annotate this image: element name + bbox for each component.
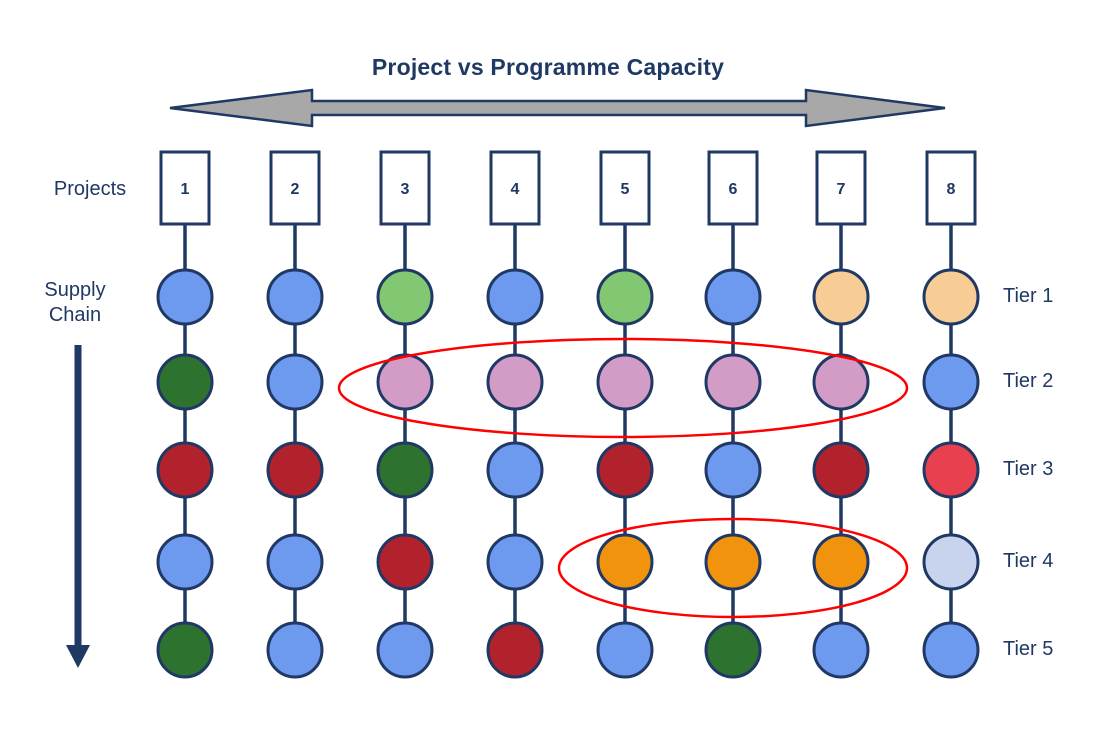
project-number-6: 6 bbox=[729, 181, 738, 198]
supply-node-tier2-project6-pink bbox=[704, 353, 762, 411]
project-box-4 bbox=[489, 150, 541, 226]
project-box-2 bbox=[269, 150, 321, 226]
project-number-3: 3 bbox=[401, 181, 410, 198]
supply-node-tier3-project3-darkGreen bbox=[376, 441, 434, 499]
supply-node-tier5-project4-darkRed bbox=[486, 621, 544, 679]
project-box-1 bbox=[159, 150, 211, 226]
supply-node-tier3-project1-darkRed bbox=[156, 441, 214, 499]
supply-node-tier5-project1-darkGreen bbox=[156, 621, 214, 679]
supply-node-tier1-project7-tan bbox=[812, 268, 870, 326]
project-box-5 bbox=[599, 150, 651, 226]
tier-label-5: Tier 5 bbox=[1003, 638, 1054, 660]
project-number-8: 8 bbox=[947, 181, 956, 198]
supply-node-tier2-project4-pink bbox=[486, 353, 544, 411]
supply-chain-down-arrow bbox=[66, 345, 90, 668]
supply-node-tier2-project2-blue bbox=[266, 353, 324, 411]
supply-node-tier5-project5-blue bbox=[596, 621, 654, 679]
project-box-3 bbox=[379, 150, 431, 226]
supply-node-tier1-project2-blue bbox=[266, 268, 324, 326]
tier-label-3: Tier 3 bbox=[1003, 458, 1054, 480]
supply-node-tier4-project4-blue bbox=[486, 533, 544, 591]
tier-label-2: Tier 2 bbox=[1003, 370, 1054, 392]
supply-node-tier2-project3-pink bbox=[376, 353, 434, 411]
project-box-7 bbox=[815, 150, 867, 226]
supply-node-tier4-project5-orange bbox=[596, 533, 654, 591]
supply-node-tier4-project8-lavender bbox=[922, 533, 980, 591]
supply-node-tier5-project8-blue bbox=[922, 621, 980, 679]
supply-node-tier3-project4-blue bbox=[486, 441, 544, 499]
supply-chain-axis-label: Supply Chain bbox=[15, 278, 135, 328]
supply-node-tier4-project2-blue bbox=[266, 533, 324, 591]
highlight-ellipse-tier2-pink-cluster bbox=[337, 337, 909, 439]
tier-label-1: Tier 1 bbox=[1003, 285, 1054, 307]
supply-node-tier1-project3-green bbox=[376, 268, 434, 326]
supply-node-tier4-project3-darkRed bbox=[376, 533, 434, 591]
supply-node-tier3-project5-darkRed bbox=[596, 441, 654, 499]
supply-node-tier4-project6-orange bbox=[704, 533, 762, 591]
project-number-2: 2 bbox=[291, 181, 300, 198]
project-box-8 bbox=[925, 150, 977, 226]
project-number-5: 5 bbox=[621, 181, 630, 198]
supply-chain-label-line2: Chain bbox=[48, 304, 102, 326]
supply-node-tier4-project7-orange bbox=[812, 533, 870, 591]
supply-node-tier5-project3-blue bbox=[376, 621, 434, 679]
supply-node-tier1-project4-blue bbox=[486, 268, 544, 326]
highlight-ellipse-tier4-orange-cluster bbox=[557, 517, 909, 619]
supply-grid: 1 2 3 4 5 6 7 8 bbox=[156, 150, 980, 679]
double-headed-arrow bbox=[169, 88, 946, 128]
projects-axis-label: Projects bbox=[53, 178, 127, 200]
supply-node-tier2-project8-blue bbox=[922, 353, 980, 411]
supply-node-tier1-project6-blue bbox=[704, 268, 762, 326]
supply-node-tier2-project5-pink bbox=[596, 353, 654, 411]
project-box-6 bbox=[707, 150, 759, 226]
supply-node-tier3-project2-darkRed bbox=[266, 441, 324, 499]
supply-node-tier1-project1-blue bbox=[156, 268, 214, 326]
supply-node-tier3-project8-brightRed bbox=[922, 441, 980, 499]
supply-node-tier1-project8-tan bbox=[922, 268, 980, 326]
project-number-7: 7 bbox=[837, 181, 846, 198]
supply-node-tier2-project1-darkGreen bbox=[156, 353, 214, 411]
diagram-title: Project vs Programme Capacity bbox=[371, 54, 725, 80]
supply-node-tier1-project5-green bbox=[596, 268, 654, 326]
supply-chain-label-line1: Supply bbox=[44, 279, 106, 301]
project-number-4: 4 bbox=[511, 181, 520, 198]
supply-node-tier5-project2-blue bbox=[266, 621, 324, 679]
supply-node-tier5-project6-darkGreen bbox=[704, 621, 762, 679]
project-number-1: 1 bbox=[181, 181, 190, 198]
supply-node-tier5-project7-blue bbox=[812, 621, 870, 679]
tier-label-4: Tier 4 bbox=[1003, 550, 1054, 572]
supply-node-tier3-project7-darkRed bbox=[812, 441, 870, 499]
supply-node-tier3-project6-blue bbox=[704, 441, 762, 499]
supply-node-tier4-project1-blue bbox=[156, 533, 214, 591]
supply-node-tier2-project7-pink bbox=[812, 353, 870, 411]
